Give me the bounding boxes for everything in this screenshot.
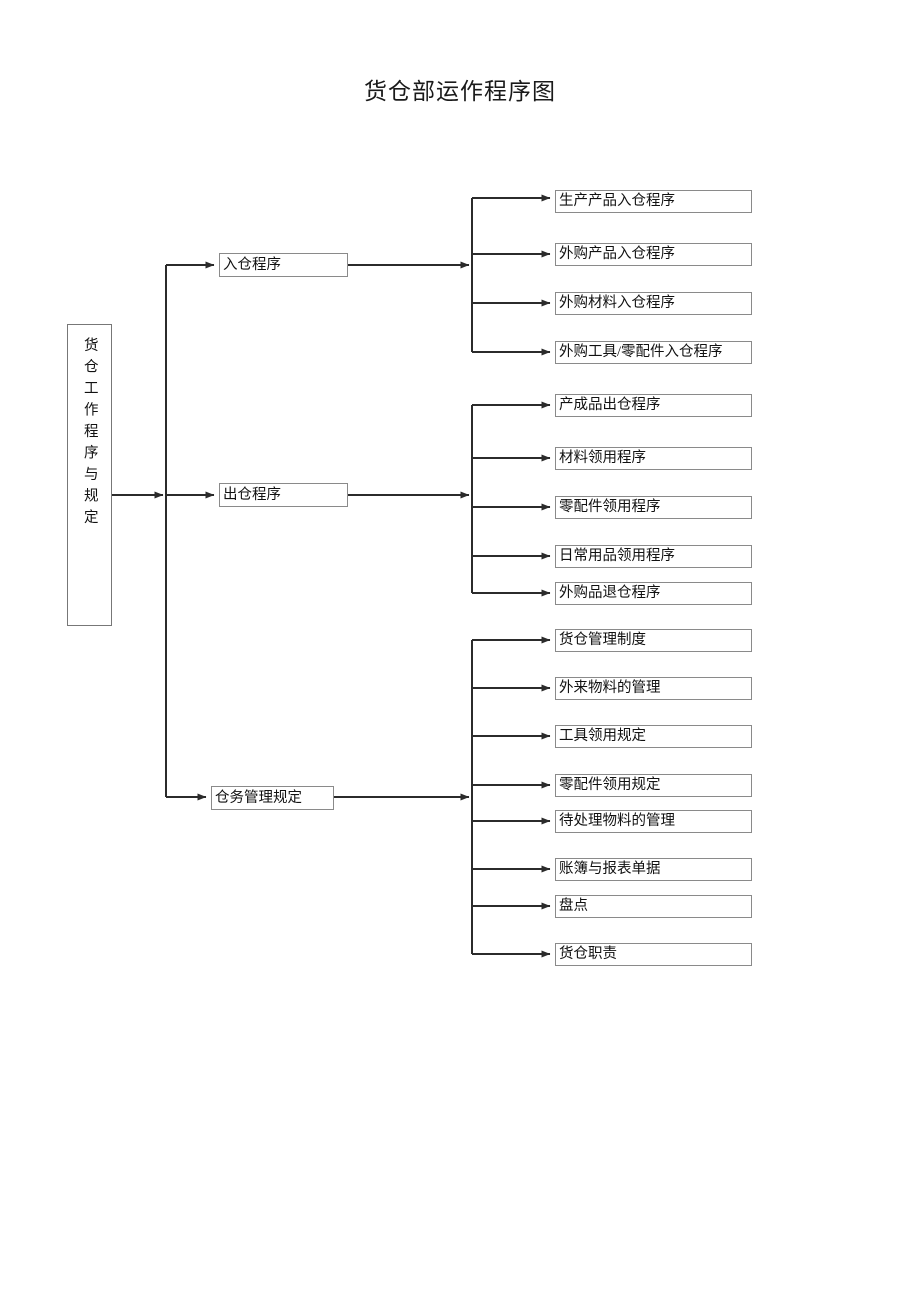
page-title: 货仓部运作程序图: [364, 79, 556, 104]
branch-node-label: 出仓程序: [223, 486, 281, 503]
leaf-node[interactable]: 生产产品入仓程序: [555, 190, 752, 213]
leaf-node[interactable]: 盘点: [555, 895, 752, 918]
leaf-node-label: 产成品出仓程序: [559, 397, 661, 414]
leaf-node-label: 工具领用规定: [559, 728, 646, 745]
leaf-node[interactable]: 货仓职责: [555, 943, 752, 966]
leaf-node[interactable]: 外购产品入仓程序: [555, 243, 752, 266]
leaf-node-label: 外购品退仓程序: [559, 585, 661, 602]
leaf-node-label: 外购材料入仓程序: [559, 295, 675, 312]
leaf-node-label: 盘点: [559, 898, 588, 915]
leaf-node-label: 日常用品领用程序: [559, 548, 675, 565]
leaf-node-label: 材料领用程序: [559, 450, 646, 467]
root-node[interactable]: 货仓工作程序与规定: [67, 324, 112, 626]
leaf-node-label: 生产产品入仓程序: [559, 193, 675, 210]
leaf-node-label: 外购产品入仓程序: [559, 246, 675, 263]
leaf-node[interactable]: 外购品退仓程序: [555, 582, 752, 605]
leaf-node-label: 账簿与报表单据: [559, 861, 661, 878]
leaf-node[interactable]: 外购材料入仓程序: [555, 292, 752, 315]
leaf-node[interactable]: 产成品出仓程序: [555, 394, 752, 417]
branch-node-label: 仓务管理规定: [215, 789, 302, 806]
leaf-node[interactable]: 零配件领用程序: [555, 496, 752, 519]
leaf-node[interactable]: 待处理物料的管理: [555, 810, 752, 833]
branch-node-cangwu[interactable]: 仓务管理规定: [211, 786, 334, 810]
leaf-node[interactable]: 工具领用规定: [555, 725, 752, 748]
branch-node-label: 入仓程序: [223, 256, 281, 273]
leaf-node-label: 待处理物料的管理: [559, 813, 675, 830]
leaf-node[interactable]: 零配件领用规定: [555, 774, 752, 797]
root-node-label: 货仓工作程序与规定: [81, 337, 98, 531]
leaf-node[interactable]: 账簿与报表单据: [555, 858, 752, 881]
leaf-node[interactable]: 日常用品领用程序: [555, 545, 752, 568]
leaf-node-label: 货仓职责: [559, 946, 617, 963]
branch-node-chucang[interactable]: 出仓程序: [219, 483, 348, 507]
leaf-node[interactable]: 外购工具/零配件入仓程序: [555, 341, 752, 364]
leaf-node-label: 货仓管理制度: [559, 632, 646, 649]
leaf-node-label: 外购工具/零配件入仓程序: [559, 344, 723, 361]
leaf-node[interactable]: 货仓管理制度: [555, 629, 752, 652]
leaf-node[interactable]: 外来物料的管理: [555, 677, 752, 700]
leaf-node-label: 外来物料的管理: [559, 680, 661, 697]
leaf-node-label: 零配件领用规定: [559, 777, 661, 794]
branch-node-ruacang[interactable]: 入仓程序: [219, 253, 348, 277]
leaf-node[interactable]: 材料领用程序: [555, 447, 752, 470]
leaf-node-label: 零配件领用程序: [559, 499, 661, 516]
